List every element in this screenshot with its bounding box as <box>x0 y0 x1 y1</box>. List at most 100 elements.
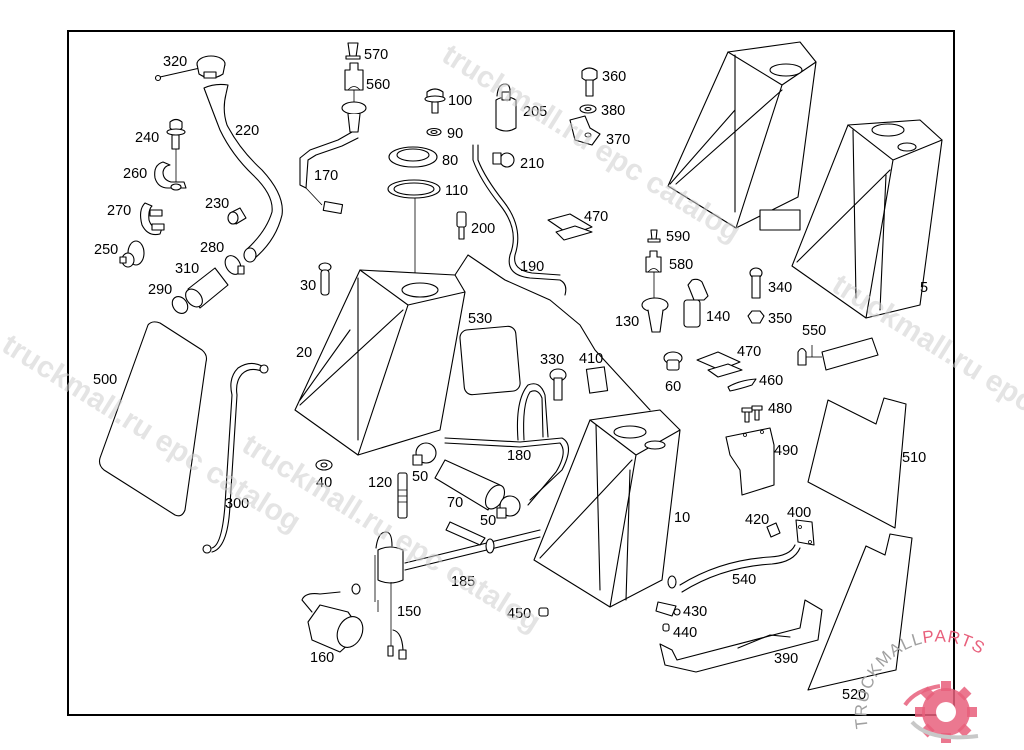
callout-350[interactable]: 350 <box>768 311 792 327</box>
callout-470-lower[interactable]: 470 <box>737 344 761 360</box>
callout-410[interactable]: 410 <box>579 351 603 367</box>
part-50-clamp-a[interactable] <box>412 442 437 466</box>
part-570-cap[interactable] <box>345 42 361 60</box>
callout-160[interactable]: 160 <box>310 650 334 666</box>
callout-210[interactable]: 210 <box>520 156 544 172</box>
callout-50-a[interactable]: 50 <box>412 469 428 485</box>
part-410-clip[interactable] <box>585 366 609 394</box>
callout-70[interactable]: 70 <box>447 495 463 511</box>
callout-130[interactable]: 130 <box>615 314 639 330</box>
part-290-clamp[interactable] <box>169 294 191 317</box>
part-460-strip[interactable] <box>727 378 757 392</box>
callout-500[interactable]: 500 <box>93 372 117 388</box>
part-70-hose[interactable] <box>434 459 508 512</box>
callout-560[interactable]: 560 <box>366 77 390 93</box>
part-300-fuel-line[interactable] <box>202 362 269 554</box>
callout-550[interactable]: 550 <box>802 323 826 339</box>
part-190-fuel-line[interactable] <box>472 144 567 296</box>
callout-205[interactable]: 205 <box>523 104 547 120</box>
part-200-sensor[interactable] <box>456 211 467 240</box>
part-170-sender-unit[interactable] <box>299 101 367 215</box>
part-340-bolt[interactable] <box>749 267 763 299</box>
callout-250[interactable]: 250 <box>94 242 118 258</box>
part-30-bolt[interactable] <box>318 262 332 296</box>
callout-590[interactable]: 590 <box>666 229 690 245</box>
part-180-fuel-line[interactable] <box>444 383 570 506</box>
callout-80[interactable]: 80 <box>442 153 458 169</box>
callout-430[interactable]: 430 <box>683 604 707 620</box>
part-40-washer[interactable] <box>315 459 333 471</box>
callout-110[interactable]: 110 <box>445 183 468 199</box>
callout-380[interactable]: 380 <box>601 103 625 119</box>
callout-470-upper[interactable]: 470 <box>584 209 608 225</box>
callout-530[interactable]: 530 <box>468 311 492 327</box>
callout-190[interactable]: 190 <box>520 259 544 275</box>
callout-320[interactable]: 320 <box>163 54 187 70</box>
part-20-fuel-tank[interactable] <box>294 254 651 456</box>
callout-420[interactable]: 420 <box>745 512 769 528</box>
callout-20[interactable]: 20 <box>296 345 312 361</box>
callout-540[interactable]: 540 <box>732 572 756 588</box>
part-420-pin[interactable] <box>766 522 781 538</box>
callout-480[interactable]: 480 <box>768 401 792 417</box>
callout-200[interactable]: 200 <box>471 221 495 237</box>
callout-330[interactable]: 330 <box>540 352 564 368</box>
callout-185[interactable]: 185 <box>451 574 475 590</box>
part-470-pad-lower[interactable] <box>696 351 743 378</box>
callout-150[interactable]: 150 <box>397 604 421 620</box>
part-110-gasket[interactable] <box>387 179 441 288</box>
part-90-washer[interactable] <box>426 127 442 137</box>
part-360-bolt[interactable] <box>581 67 598 97</box>
callout-5[interactable]: 5 <box>920 280 928 296</box>
callout-50-b[interactable]: 50 <box>480 513 496 529</box>
callout-170[interactable]: 170 <box>314 168 338 184</box>
part-500-cover[interactable] <box>98 321 208 517</box>
part-130-valve[interactable] <box>641 297 669 333</box>
part-510-cover[interactable] <box>807 397 907 529</box>
part-560-connector[interactable] <box>344 62 364 103</box>
part-250-grommet[interactable] <box>119 240 145 268</box>
part-580-connector[interactable] <box>645 250 662 300</box>
part-350-nut[interactable] <box>747 310 765 324</box>
part-590-cap[interactable] <box>647 229 661 243</box>
part-50-clamp-b[interactable] <box>496 495 521 519</box>
part-490-bracket[interactable] <box>725 427 775 496</box>
callout-270[interactable]: 270 <box>107 203 131 219</box>
part-530-pad[interactable] <box>459 325 521 396</box>
part-270-clip[interactable] <box>139 202 165 236</box>
part-60-plug[interactable] <box>663 351 683 371</box>
callout-570[interactable]: 570 <box>364 47 388 63</box>
callout-240[interactable]: 240 <box>135 130 159 146</box>
part-120-connector[interactable] <box>397 472 408 519</box>
callout-90[interactable]: 90 <box>447 126 463 142</box>
part-5-tank-assembly[interactable] <box>667 41 943 319</box>
callout-230[interactable]: 230 <box>205 196 229 212</box>
part-370-bracket[interactable] <box>569 115 601 146</box>
callout-390[interactable]: 390 <box>774 651 798 667</box>
callout-100[interactable]: 100 <box>448 93 472 109</box>
callout-300[interactable]: 300 <box>225 496 249 512</box>
part-80-ring[interactable] <box>388 146 438 168</box>
callout-340[interactable]: 340 <box>768 280 792 296</box>
part-185-fuel-line[interactable] <box>404 521 541 571</box>
callout-440[interactable]: 440 <box>673 625 697 641</box>
callout-520[interactable]: 520 <box>842 687 866 703</box>
callout-280[interactable]: 280 <box>200 240 224 256</box>
part-440-cap[interactable] <box>662 623 670 632</box>
part-450-nut[interactable] <box>538 607 549 617</box>
callout-290[interactable]: 290 <box>148 282 172 298</box>
part-390-strap[interactable] <box>659 599 823 673</box>
callout-220[interactable]: 220 <box>235 123 259 139</box>
part-210-clamp[interactable] <box>492 152 515 168</box>
callout-580[interactable]: 580 <box>669 257 693 273</box>
callout-180[interactable]: 180 <box>507 448 531 464</box>
part-10-fuel-tank[interactable] <box>533 409 681 608</box>
part-260-clamp[interactable] <box>154 161 187 191</box>
callout-10[interactable]: 10 <box>674 510 690 526</box>
part-230-bushing[interactable] <box>227 207 247 225</box>
part-280-clamp[interactable] <box>222 253 245 277</box>
part-480-bolts[interactable] <box>741 405 763 423</box>
part-430-sleeve[interactable] <box>655 601 681 617</box>
part-520-cover[interactable] <box>807 533 913 691</box>
part-540-fuel-line[interactable] <box>667 544 801 593</box>
